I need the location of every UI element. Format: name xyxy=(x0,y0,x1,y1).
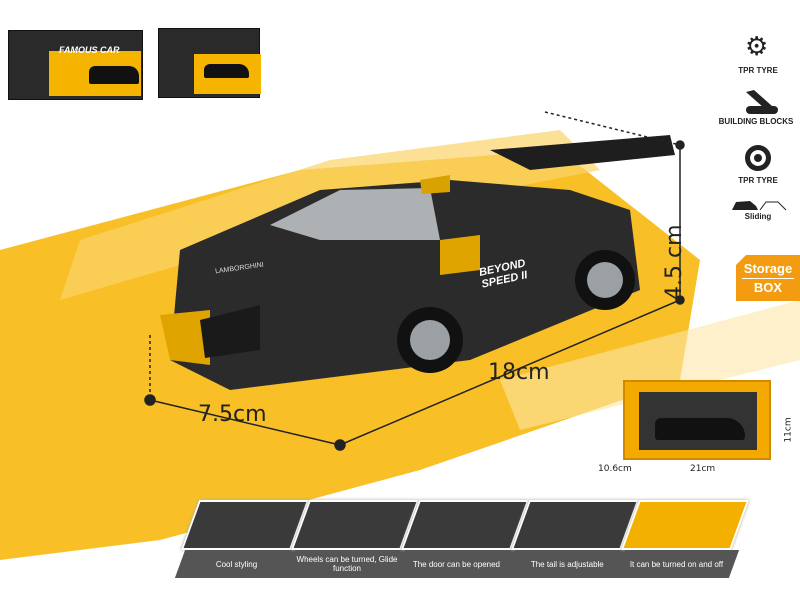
brand-logo: FAMOUS CAR xyxy=(59,45,120,55)
feature-card-wheels: Wheels can be turned, Glide function xyxy=(284,500,420,584)
feature-caption: The tail is adjustable xyxy=(530,559,604,569)
feature-caption: Cool styling xyxy=(216,559,258,569)
feature-card-door: The door can be opened xyxy=(394,500,530,584)
package-box-back xyxy=(158,28,261,98)
height-dimension: 4.5 cm xyxy=(662,224,687,300)
storage-container xyxy=(623,380,771,460)
feature-card-tail: The tail is adjustable xyxy=(504,500,640,584)
sliding-car-icon xyxy=(732,201,787,211)
width-dimension: 7.5cm xyxy=(198,402,267,427)
gear-icon: ⚙ xyxy=(745,31,769,61)
feature-label-sliding: Sliding xyxy=(710,212,800,222)
feature-card-light: It can be turned on and off xyxy=(614,500,750,584)
feature-label-building-blocks: BUILDING BLOCKS xyxy=(708,117,800,127)
box-label: BOX xyxy=(742,278,794,297)
storage-width: 21cm xyxy=(690,464,716,474)
car-model xyxy=(160,135,675,390)
storage-box-badge: Storage BOX xyxy=(736,255,800,301)
length-dimension: 18cm xyxy=(488,360,550,385)
storage-label: Storage xyxy=(743,261,793,276)
feature-caption: Wheels can be turned, Glide function xyxy=(296,555,398,573)
feature-card-cool-styling: Cool styling xyxy=(174,500,310,584)
tyre-icon xyxy=(745,145,771,171)
package-box-front: FAMOUS CAR xyxy=(8,30,143,100)
feature-label-tpr-tyre-2: TPR TYRE xyxy=(710,176,800,186)
storage-depth: 10.6cm xyxy=(598,464,632,474)
feature-caption: It can be turned on and off xyxy=(630,559,724,569)
building-blocks-icon xyxy=(746,90,778,114)
storage-height: 11cm xyxy=(783,417,794,443)
feature-label-tpr-tyre: TPR TYRE xyxy=(710,66,800,76)
feature-caption: The door can be opened xyxy=(413,559,501,569)
